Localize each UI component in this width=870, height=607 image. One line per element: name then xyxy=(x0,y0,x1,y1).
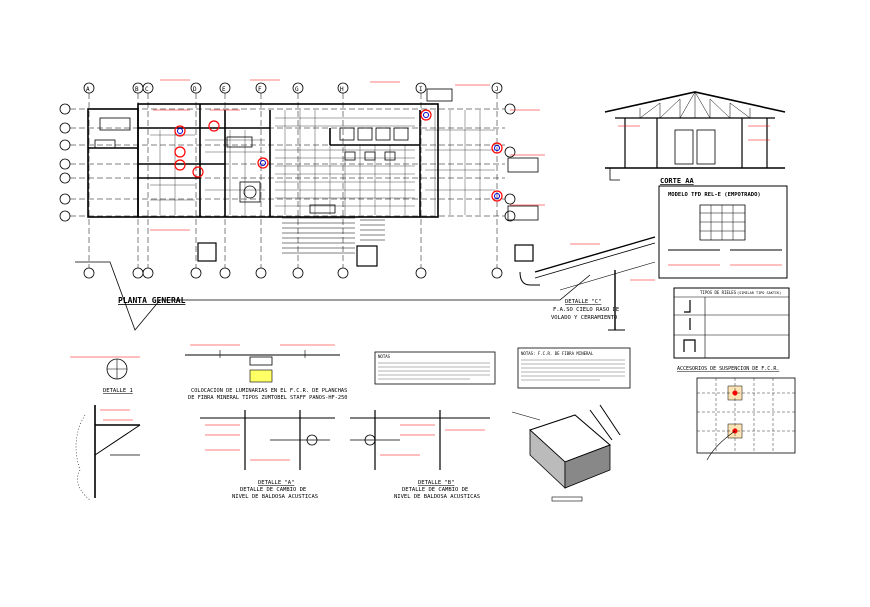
planta-general: A B C D E F G H I J xyxy=(59,79,591,331)
column-box xyxy=(197,242,217,262)
svg-text:A: A xyxy=(86,86,90,93)
detail-markers xyxy=(174,109,503,202)
grid-text: A B C D E F G H I J xyxy=(86,86,499,93)
grid-bubbles-bottom xyxy=(83,267,503,279)
detalle-b-label-1: DETALLE "B" xyxy=(418,480,454,486)
corte-aa-title: CORTE AA xyxy=(660,177,695,185)
detalle-b-label-3: NIVEL DE BALDOSA ACUSTICAS xyxy=(394,494,480,500)
colocacion-label-2: DE FIBRA MINERAL TIPOS ZUMTOBEL STAFF PA… xyxy=(188,395,347,401)
accesorios-title: ACCESORIOS DE SUSPENCION DE F.C.R. xyxy=(677,366,779,372)
planta-general-title: PLANTA GENERAL xyxy=(118,296,186,305)
grid-bubbles-right xyxy=(504,103,516,222)
notas-fibra-title: NOTAS: F.C.R. DE FIBRA MINERAL xyxy=(521,351,594,356)
svg-text:J: J xyxy=(495,86,499,93)
isometric-tile-detail xyxy=(511,404,621,502)
detalle-c: DETALLE "C" F.A.SO CIELO RASO DE VOLADO … xyxy=(519,236,656,331)
tipos-rieles-table: TIPOS DE RIELES (SIMILAR TIPO SAKTIK) xyxy=(673,287,790,359)
detalle-a-label-2: DETALLE DE CAMBIO DE xyxy=(240,487,306,493)
corte-aa-section: CORTE AA xyxy=(604,91,786,185)
svg-text:D: D xyxy=(193,86,197,93)
column-box xyxy=(514,244,534,262)
detalle-b: DETALLE "B" DETALLE DE CAMBIO DE NIVEL D… xyxy=(350,410,490,500)
detalle-c-label-2: F.A.SO CIELO RASO DE xyxy=(553,307,619,313)
svg-text:H: H xyxy=(340,86,344,93)
grid-bubbles-left xyxy=(59,103,71,222)
svg-text:I: I xyxy=(419,86,423,93)
svg-text:C: C xyxy=(145,86,149,93)
detalle-c-label-3: VOLADO Y CERRAMIENTO xyxy=(551,315,617,321)
site-boundary xyxy=(75,261,591,331)
tipos-title: TIPOS DE RIELES xyxy=(700,290,737,295)
notas-fibra-box: NOTAS: F.C.R. DE FIBRA MINERAL xyxy=(517,347,631,389)
modelo-title: MODELO TFD REL-E (EMPOTRADO) xyxy=(668,192,761,198)
column-box xyxy=(356,245,378,267)
annotation-leaders xyxy=(150,79,545,231)
furniture xyxy=(94,117,409,214)
detalle-a-label-3: NIVEL DE BALDOSA ACUSTICAS xyxy=(232,494,318,500)
building-walls xyxy=(87,103,439,218)
detalle-1-label: DETALLE 1 xyxy=(103,388,133,394)
svg-text:F: F xyxy=(258,86,262,93)
svg-text:E: E xyxy=(222,86,226,93)
detalle-1: DETALLE 1 xyxy=(70,356,140,394)
wall-bracket-detail xyxy=(75,405,141,501)
annotation-boxes xyxy=(226,88,539,221)
accesorios-suspension: ACCESORIOS DE SUSPENCION DE F.C.R. xyxy=(677,366,796,461)
detalle-c-label-1: DETALLE "C" xyxy=(565,299,601,305)
svg-text:G: G xyxy=(295,86,299,93)
detalle-b-label-2: DETALLE DE CAMBIO DE xyxy=(402,487,468,493)
entrance-stairs xyxy=(282,217,385,254)
blue-markers xyxy=(177,112,500,199)
detalle-a: DETALLE "A" DETALLE DE CAMBIO DE NIVEL D… xyxy=(200,410,335,500)
tipos-subtitle: (SIMILAR TIPO SAKTIK) xyxy=(737,291,781,295)
ceiling-grid xyxy=(150,110,495,215)
colocacion-label-1: COLOCACION DE LUMINARIAS EN EL F.C.R. DE… xyxy=(191,388,347,394)
colocacion-luminarias: COLOCACION DE LUMINARIAS EN EL F.C.R. DE… xyxy=(185,344,347,401)
modelo-tfd-panel: MODELO TFD REL-E (EMPOTRADO) xyxy=(658,185,788,279)
svg-text:B: B xyxy=(135,86,139,93)
grid-lines xyxy=(70,93,505,268)
detalle-a-label-1: DETALLE "A" xyxy=(258,480,294,486)
notas-title: NOTAS xyxy=(378,354,391,359)
notas-box: NOTAS xyxy=(374,351,496,385)
